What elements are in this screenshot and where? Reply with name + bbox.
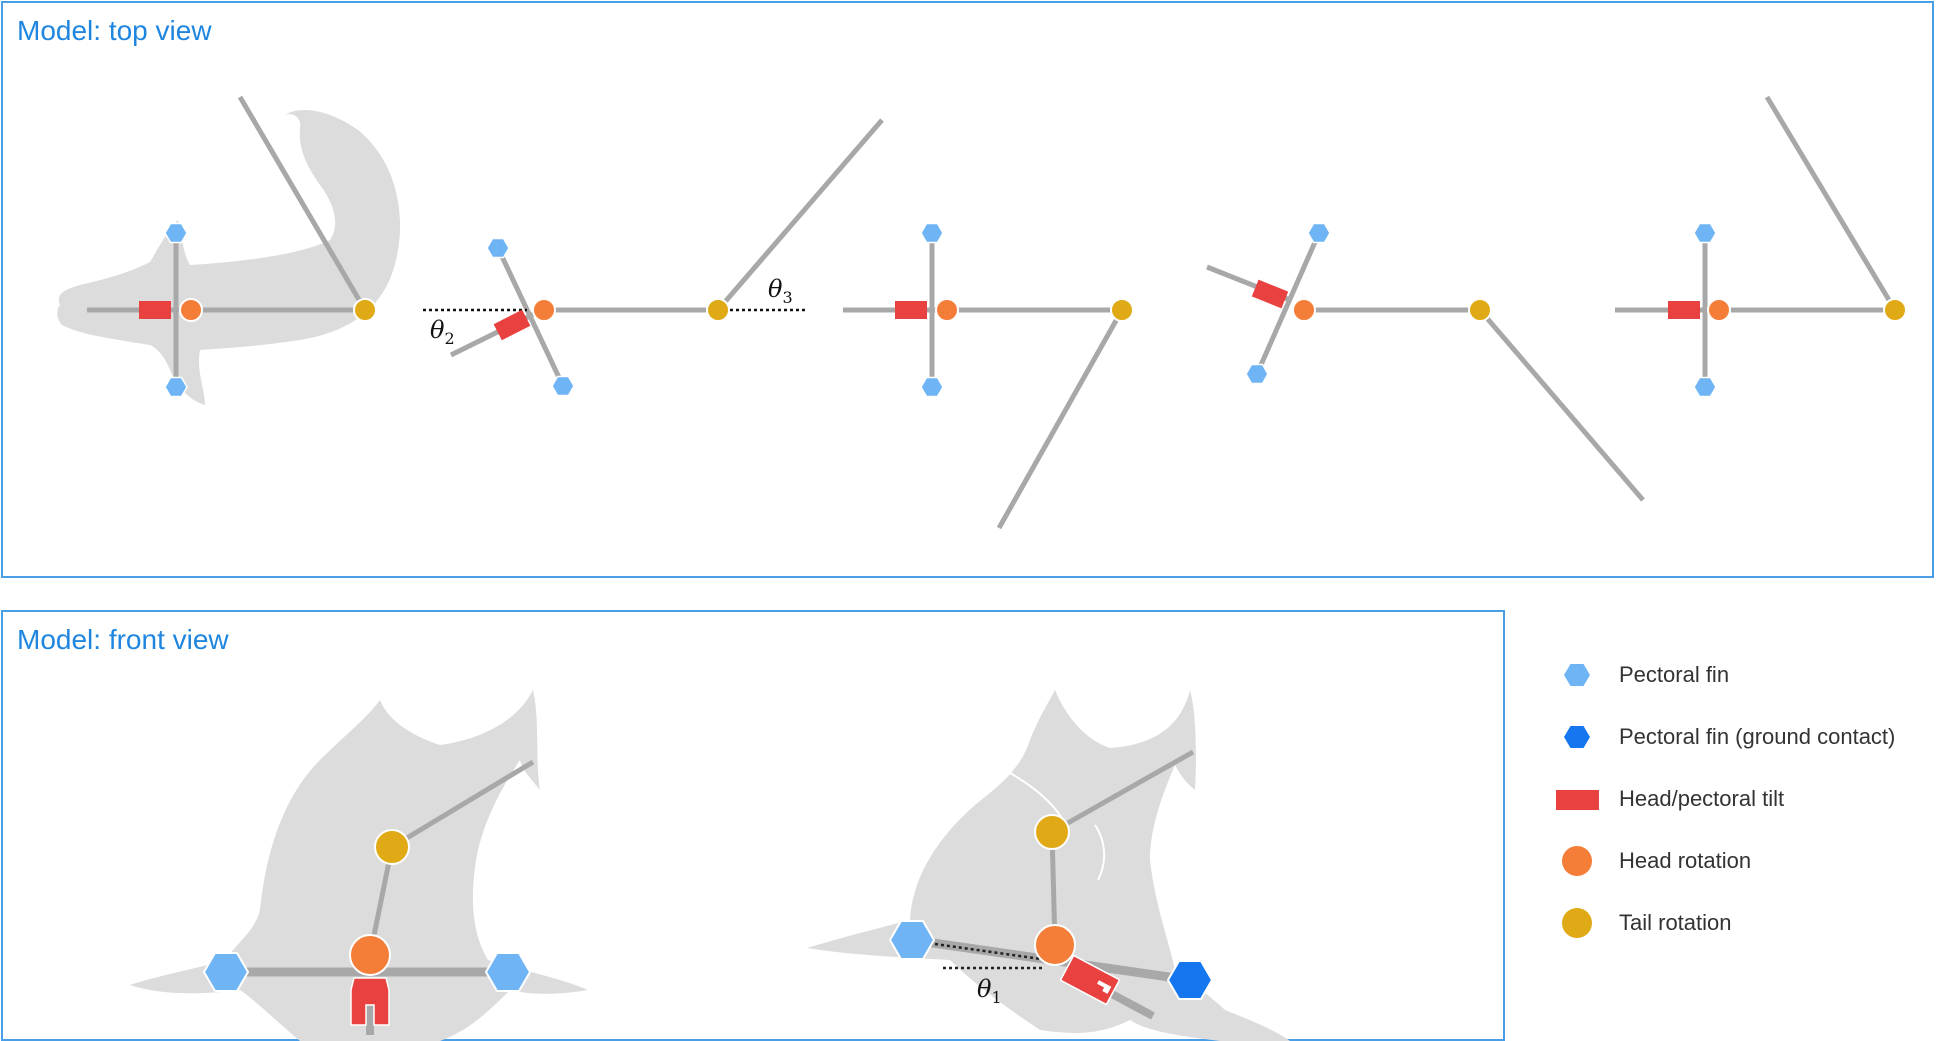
pectoral-fin-contact-icon bbox=[1555, 717, 1599, 757]
shark-top-silhouette bbox=[57, 110, 401, 405]
shark-front-silhouette-tilted bbox=[807, 690, 1290, 1041]
tail-rotation-joint bbox=[1883, 298, 1907, 322]
head-rotation-joint bbox=[532, 298, 556, 322]
theta1-label: θ1 bbox=[977, 975, 1002, 1007]
shark-front-silhouette bbox=[130, 690, 588, 1041]
head-rotation-icon bbox=[1555, 841, 1599, 881]
front-view-panel: Model: front view bbox=[1, 610, 1505, 1041]
top-pose-5 bbox=[1615, 95, 1907, 398]
legend-item-pectoral-fin-contact: Pectoral fin (ground contact) bbox=[1555, 717, 1895, 757]
pectoral-fin-marker bbox=[1245, 363, 1269, 385]
legend-label: Tail rotation bbox=[1619, 910, 1732, 935]
legend-label: Pectoral fin (ground contact) bbox=[1619, 724, 1896, 749]
legend-item-head-tilt: Head/pectoral tilt bbox=[1555, 779, 1784, 819]
head-rotation-joint bbox=[935, 298, 959, 322]
front-pose-2: θ1 bbox=[807, 690, 1290, 1041]
tail-rotation-joint bbox=[353, 298, 377, 322]
tail-rotation-joint bbox=[1034, 814, 1070, 850]
pectoral-fin-marker bbox=[1693, 376, 1717, 398]
head-rotation-joint bbox=[179, 298, 203, 322]
legend-item-pectoral-fin: Pectoral fin bbox=[1555, 655, 1729, 695]
tail-rotation-joint bbox=[1468, 298, 1492, 322]
pectoral-fin-marker bbox=[164, 222, 188, 244]
theta3-label: θ3 bbox=[768, 275, 793, 307]
head-rotation-joint bbox=[1292, 298, 1316, 322]
head-tilt-block bbox=[139, 301, 171, 319]
pectoral-fin-contact-marker bbox=[1167, 960, 1213, 1000]
pectoral-fin-marker bbox=[203, 952, 249, 992]
tail-rotation-joint bbox=[374, 829, 410, 865]
legend-item-head-rotation: Head rotation bbox=[1555, 841, 1751, 881]
pectoral-fin-marker bbox=[485, 952, 531, 992]
top-pose-2: θ2 θ3 bbox=[423, 118, 884, 397]
legend-item-tail-rotation: Tail rotation bbox=[1555, 903, 1732, 943]
tail-rotation-icon bbox=[1555, 903, 1599, 943]
pectoral-fin-marker bbox=[920, 376, 944, 398]
body-outline-line bbox=[1094, 824, 1106, 881]
pectoral-fin-marker bbox=[551, 375, 575, 397]
head-tilt-block bbox=[895, 301, 927, 319]
legend-label: Pectoral fin bbox=[1619, 662, 1730, 687]
head-tilt-notch bbox=[1097, 980, 1112, 994]
head-tilt-icon bbox=[1555, 779, 1599, 819]
pectoral-fin-marker bbox=[920, 222, 944, 244]
top-view-title: Model: top view bbox=[17, 15, 212, 46]
pectoral-fin-marker bbox=[164, 376, 188, 398]
tail-rotation-joint bbox=[1110, 298, 1134, 322]
pectoral-fin-marker bbox=[889, 920, 935, 960]
top-pose-3 bbox=[843, 222, 1134, 530]
front-pose-1 bbox=[130, 690, 588, 1041]
pectoral-fin-marker bbox=[1693, 222, 1717, 244]
pectoral-fin-marker bbox=[486, 237, 510, 259]
front-view-title: Model: front view bbox=[17, 624, 229, 655]
head-tilt-block bbox=[493, 309, 531, 341]
pectoral-fin-icon bbox=[1555, 655, 1599, 695]
theta2-label: θ2 bbox=[430, 316, 455, 348]
head-tilt-block bbox=[350, 977, 390, 1026]
pectoral-fin-marker bbox=[1307, 222, 1331, 244]
legend-label: Head/pectoral tilt bbox=[1619, 786, 1785, 811]
head-rotation-joint bbox=[1034, 924, 1076, 966]
tail-rotation-joint bbox=[706, 298, 730, 322]
head-tilt-block bbox=[1251, 279, 1289, 309]
head-tilt-block bbox=[1668, 301, 1700, 319]
head-rotation-joint bbox=[1707, 298, 1731, 322]
top-pose-1 bbox=[57, 95, 401, 405]
legend-label: Head rotation bbox=[1619, 848, 1752, 873]
head-rotation-joint bbox=[349, 934, 391, 976]
top-pose-4 bbox=[1206, 222, 1645, 502]
